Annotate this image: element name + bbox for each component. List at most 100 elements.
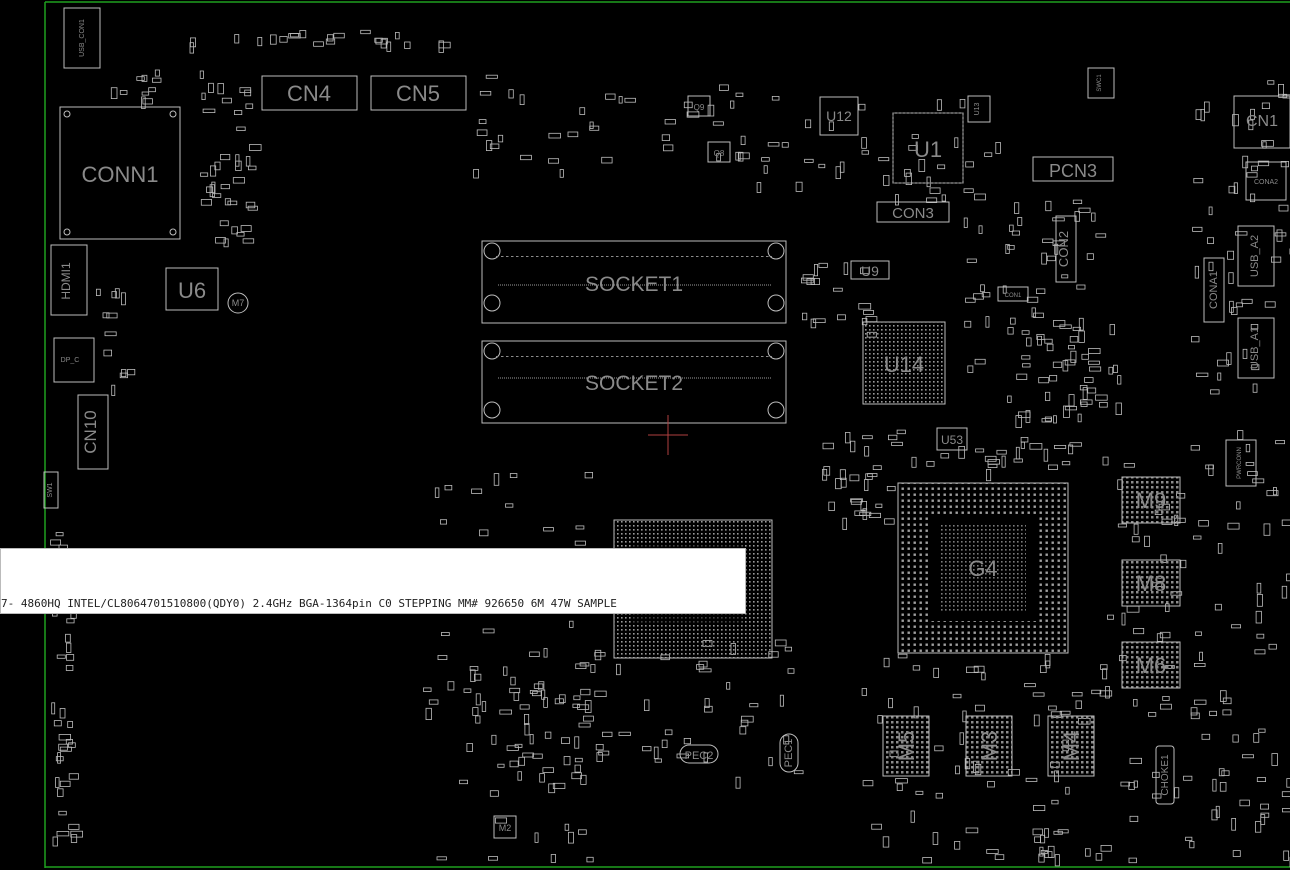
u14-label: U14 bbox=[884, 352, 924, 377]
passive-pad bbox=[522, 752, 534, 758]
cona2-label: CONA2 bbox=[1254, 179, 1278, 186]
component-socket2[interactable]: SOCKET2 bbox=[481, 340, 787, 424]
passive-pad bbox=[67, 721, 73, 728]
passive-pad bbox=[891, 441, 903, 446]
component-q9[interactable]: Q9 bbox=[687, 95, 711, 117]
passive-pad bbox=[1128, 857, 1137, 864]
passive-pad bbox=[959, 732, 964, 745]
passive-pad bbox=[1117, 523, 1127, 528]
passive-pad bbox=[1266, 490, 1279, 497]
passive-pad bbox=[1204, 101, 1210, 113]
component-pcn3[interactable]: PCN3 bbox=[1032, 156, 1114, 182]
component-m9[interactable]: M9 bbox=[1121, 476, 1181, 524]
component-choke1[interactable]: CHOKE1 bbox=[1155, 745, 1175, 805]
component-pwrconn[interactable]: PWRCONN bbox=[1225, 439, 1257, 487]
passive-pad bbox=[1089, 366, 1102, 372]
passive-pad bbox=[1283, 850, 1289, 861]
component-cn1[interactable]: CN1 bbox=[1233, 95, 1290, 149]
passive-pad bbox=[325, 38, 336, 45]
component-m5[interactable]: M5 bbox=[882, 715, 930, 777]
passive-pad bbox=[978, 225, 983, 234]
component-m4[interactable]: M4 bbox=[1047, 715, 1095, 777]
component-m6[interactable]: M6 bbox=[1121, 641, 1181, 689]
component-usb-con1[interactable]: USB_CON1 bbox=[63, 7, 101, 69]
component-usb-a2[interactable]: USB_A2 bbox=[1237, 225, 1275, 287]
component-swc1[interactable]: SWC1 bbox=[1087, 67, 1115, 99]
passive-pad bbox=[937, 164, 946, 170]
component-pec2[interactable]: PEC2 bbox=[679, 744, 719, 764]
component-dp-c[interactable]: DP_C bbox=[53, 337, 95, 383]
passive-pad bbox=[1032, 692, 1045, 697]
u9-label: U9 bbox=[861, 263, 879, 279]
passive-pad bbox=[926, 460, 935, 467]
passive-pad bbox=[1043, 448, 1049, 462]
passive-pad bbox=[763, 165, 768, 174]
passive-pad bbox=[543, 527, 554, 532]
passive-pad bbox=[779, 694, 784, 707]
passive-pad bbox=[995, 141, 1001, 154]
passive-pad bbox=[1217, 372, 1222, 381]
passive-pad bbox=[514, 743, 523, 748]
component-u6[interactable]: U6 bbox=[165, 267, 219, 311]
passive-pad bbox=[142, 98, 153, 105]
passive-pad bbox=[862, 508, 868, 520]
component-m2[interactable]: M2 bbox=[493, 815, 517, 839]
component-u53[interactable]: U53 bbox=[936, 427, 968, 451]
passive-pad bbox=[1281, 519, 1290, 526]
passive-pad bbox=[1100, 664, 1108, 670]
passive-pad bbox=[223, 238, 229, 248]
passive-pad bbox=[771, 96, 780, 101]
passive-pad bbox=[1273, 487, 1277, 496]
usb-con1-label: USB_CON1 bbox=[79, 19, 86, 57]
passive-pad bbox=[1257, 160, 1270, 167]
component-m7[interactable]: M7 bbox=[227, 292, 249, 314]
passive-pad bbox=[279, 36, 288, 43]
passive-pad bbox=[1275, 440, 1285, 445]
component-m3[interactable]: M3 bbox=[965, 715, 1013, 777]
passive-pad bbox=[828, 501, 835, 511]
passive-pad bbox=[918, 159, 926, 172]
component-cn4[interactable]: CN4 bbox=[261, 75, 358, 111]
passive-pad bbox=[1002, 285, 1007, 294]
component-q8[interactable]: Q8 bbox=[707, 141, 731, 163]
passive-pad bbox=[106, 312, 118, 319]
component-cona1[interactable]: CONA1 bbox=[1203, 257, 1225, 323]
component-sw1[interactable]: SW1 bbox=[43, 471, 59, 509]
passive-pad bbox=[550, 854, 557, 863]
component-m8[interactable]: M8 bbox=[1121, 559, 1181, 607]
component-hdmi1[interactable]: HDMI1 bbox=[50, 244, 88, 316]
component-usb-a1[interactable]: USB_A1 bbox=[1237, 317, 1275, 379]
passive-pad bbox=[1227, 522, 1240, 530]
component-u12[interactable]: U12 bbox=[819, 96, 859, 136]
component-u13[interactable]: U13 bbox=[967, 95, 991, 123]
passive-pad bbox=[472, 707, 479, 716]
component-cn5[interactable]: CN5 bbox=[370, 75, 467, 111]
passive-pad bbox=[1162, 696, 1170, 701]
passive-pad bbox=[199, 70, 204, 79]
component-cn10[interactable]: CN10 bbox=[77, 394, 109, 470]
component-con2[interactable]: CON2 bbox=[1055, 215, 1077, 283]
component-con3[interactable]: CON3 bbox=[876, 201, 950, 223]
component-u1[interactable]: U1 bbox=[892, 112, 964, 184]
passive-pad bbox=[835, 478, 842, 490]
component-con1[interactable]: CON1 bbox=[997, 286, 1029, 302]
component-pec1[interactable]: PEC1 bbox=[779, 733, 799, 773]
passive-pad bbox=[1239, 799, 1250, 807]
passive-pad bbox=[1048, 464, 1059, 470]
component-cona2[interactable]: CONA2 bbox=[1245, 161, 1287, 201]
component-g4[interactable]: G4 bbox=[897, 482, 1069, 654]
passive-pad bbox=[915, 790, 924, 795]
component-u14[interactable]: U14 bbox=[862, 321, 946, 405]
passive-pad bbox=[935, 792, 943, 799]
component-u9[interactable]: U9 bbox=[850, 260, 890, 280]
component-conn1[interactable]: CONN1 bbox=[59, 106, 181, 240]
passive-pad bbox=[313, 41, 324, 47]
passive-pad bbox=[1194, 699, 1207, 705]
passive-pad bbox=[974, 358, 986, 365]
passive-pad bbox=[1095, 853, 1103, 861]
component-socket1[interactable]: SOCKET1 bbox=[481, 240, 787, 324]
passive-pad bbox=[905, 172, 912, 186]
passive-pad bbox=[1195, 631, 1202, 636]
u13-label: U13 bbox=[974, 102, 981, 115]
